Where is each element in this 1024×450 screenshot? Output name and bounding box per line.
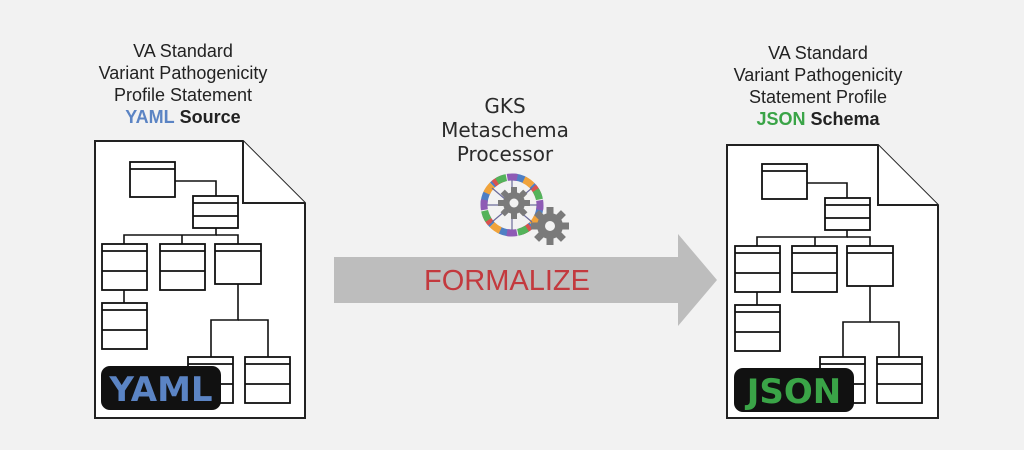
yaml-document: YAML: [94, 140, 306, 419]
tree-node: [129, 161, 176, 198]
yaml-badge-label: YAML: [108, 370, 212, 410]
page-fold: [242, 141, 305, 204]
json-badge-label: JSON: [745, 372, 842, 412]
caption-format-line: YAML Source: [63, 106, 303, 128]
tree-node: [824, 197, 871, 231]
tree-node: [761, 163, 808, 200]
yaml-format-suffix: Source: [179, 107, 241, 127]
caption-format-line: JSON Schema: [698, 108, 938, 130]
arrow-label: FORMALIZE: [424, 265, 590, 297]
processor-caption: GKS Metaschema Processor: [420, 94, 590, 166]
caption-line: Variant Pathogenicity: [98, 63, 268, 83]
tree-node: [192, 195, 239, 229]
json-document: JSON: [726, 144, 939, 419]
caption-line: Processor: [456, 142, 554, 166]
yaml-badge: [101, 366, 221, 410]
yaml-document-caption: VA Standard Variant Pathogenicity Profil…: [63, 40, 303, 128]
yaml-format-word: YAML: [125, 107, 175, 127]
caption-line: VA Standard: [133, 41, 233, 61]
gks-logo-icon: [480, 173, 569, 245]
tree-node: [214, 243, 262, 285]
json-document-caption: VA Standard Variant Pathogenicity Statem…: [698, 42, 938, 130]
formalize-arrow: FORMALIZE: [334, 234, 717, 326]
tree-node: [846, 245, 894, 287]
json-format-suffix: Schema: [810, 109, 880, 129]
arrow-shape: [334, 234, 717, 326]
caption-line: Profile Statement: [113, 85, 253, 105]
tree-nodes: [734, 163, 923, 404]
gear-icon: [498, 187, 530, 219]
json-format-word: JSON: [756, 109, 806, 129]
gear-icon: [531, 207, 569, 245]
page-fold: [877, 145, 938, 206]
caption-line: VA Standard: [768, 43, 868, 63]
caption-line: Statement Profile: [748, 87, 888, 107]
caption-line: Metaschema: [441, 118, 569, 142]
caption-line: Variant Pathogenicity: [733, 65, 903, 85]
caption-line: GKS: [484, 94, 526, 118]
json-badge: [734, 368, 854, 412]
